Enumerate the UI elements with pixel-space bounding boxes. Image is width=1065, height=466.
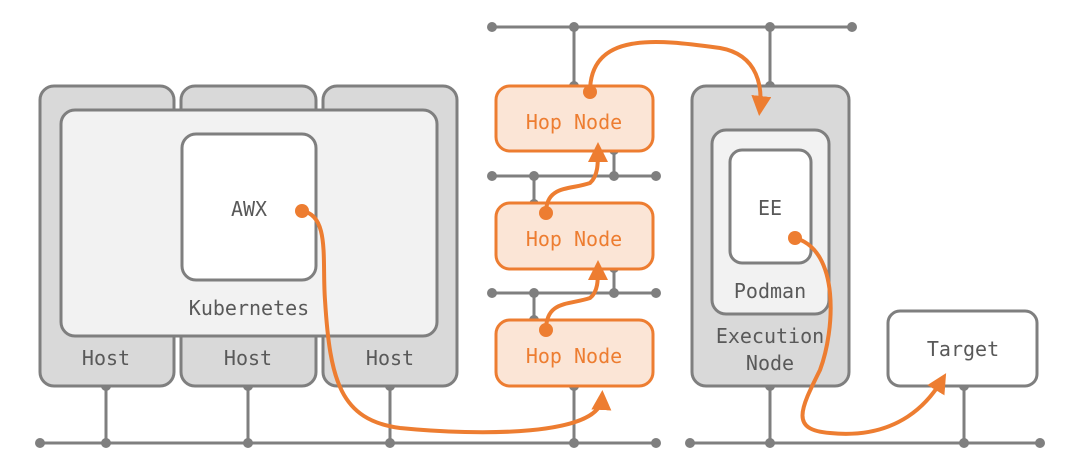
- hop-nodes: Hop Node Hop Node Hop Node: [494, 84, 655, 388]
- ee-label: EE: [758, 196, 782, 220]
- hop-node-label-3: Hop Node: [526, 344, 622, 368]
- network-lines: [35, 22, 1045, 448]
- target-box: [886, 309, 1039, 388]
- kubernetes-label: Kubernetes: [189, 296, 309, 320]
- hop-node-box-2: [494, 201, 655, 271]
- awx-label: AWX: [231, 197, 267, 221]
- target-node: Target: [886, 309, 1039, 388]
- hop-node-box-1: [494, 84, 655, 153]
- flow-start-hop2: [539, 206, 553, 220]
- host-label-1: Host: [82, 346, 130, 370]
- execution-node-label-line2: Node: [746, 351, 794, 375]
- flow-start-ee: [788, 231, 802, 245]
- host-label-2: Host: [224, 346, 272, 370]
- execution-node-label-line1: Execution: [716, 324, 824, 348]
- podman-label: Podman: [734, 279, 806, 303]
- hop-node-box-3: [494, 318, 655, 388]
- flow-awx-to-hop3: [300, 209, 612, 435]
- flow-hop2-to-hop1: [544, 142, 608, 215]
- flow-hop3-to-hop2: [544, 260, 608, 332]
- target-label: Target: [927, 337, 999, 361]
- flow-start-hop3: [539, 323, 553, 337]
- hop-node-label-2: Hop Node: [526, 227, 622, 251]
- host-label-3: Host: [366, 346, 414, 370]
- flow-hop1-to-exec: [588, 40, 772, 116]
- execution-node: EE Podman Execution Node: [690, 84, 851, 388]
- job-flow-path: [295, 40, 947, 436]
- flow-ee-to-target: [793, 236, 947, 436]
- kubernetes-cluster: Kubernetes AWX: [59, 108, 439, 338]
- awx-box: [180, 132, 318, 282]
- flow-start-hop1: [583, 85, 597, 99]
- flow-start-awx: [295, 204, 309, 218]
- hop-node-label-1: Hop Node: [526, 110, 622, 134]
